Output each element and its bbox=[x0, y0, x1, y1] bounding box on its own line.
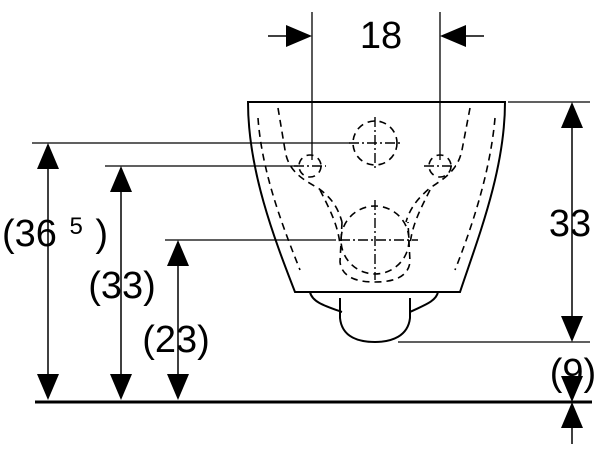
arrow-top-right bbox=[440, 25, 466, 47]
dim-label-left-outer-close: ) bbox=[95, 213, 108, 255]
arrow-right-down bbox=[561, 316, 583, 342]
arrow-middle-down bbox=[110, 374, 132, 400]
dim-label-left-inner: (23) bbox=[142, 319, 210, 361]
dim-label-left-outer-sup: 5 bbox=[69, 213, 82, 240]
hidden-contours bbox=[257, 107, 496, 283]
upper-connection-circle bbox=[352, 120, 398, 166]
extension-lines bbox=[32, 12, 590, 343]
arrow-inner-down bbox=[167, 374, 189, 400]
arrow-outer-up bbox=[37, 143, 59, 169]
arrowheads bbox=[37, 25, 583, 428]
dim-label-left-outer: (36 5 ) bbox=[2, 201, 108, 255]
center-marks bbox=[294, 117, 456, 280]
arrow-top-left bbox=[286, 25, 312, 47]
arrow-outer-down bbox=[37, 374, 59, 400]
arrow-inner-up bbox=[167, 240, 189, 266]
dim-label-bottom-gap: (9) bbox=[550, 352, 596, 394]
arrow-gap-down bbox=[561, 376, 583, 402]
arrow-gap-up bbox=[561, 402, 583, 428]
dim-label-left-outer-main: (36 bbox=[2, 213, 57, 255]
arrow-middle-up bbox=[110, 166, 132, 192]
dim-label-right-height: 33 bbox=[549, 203, 591, 245]
dimension-lines bbox=[47, 35, 573, 444]
dim-label-top-width: 18 bbox=[360, 15, 402, 57]
toilet-outline bbox=[246, 101, 507, 344]
dim-label-left-middle: (33) bbox=[88, 265, 156, 307]
arrow-right-up bbox=[561, 102, 583, 128]
